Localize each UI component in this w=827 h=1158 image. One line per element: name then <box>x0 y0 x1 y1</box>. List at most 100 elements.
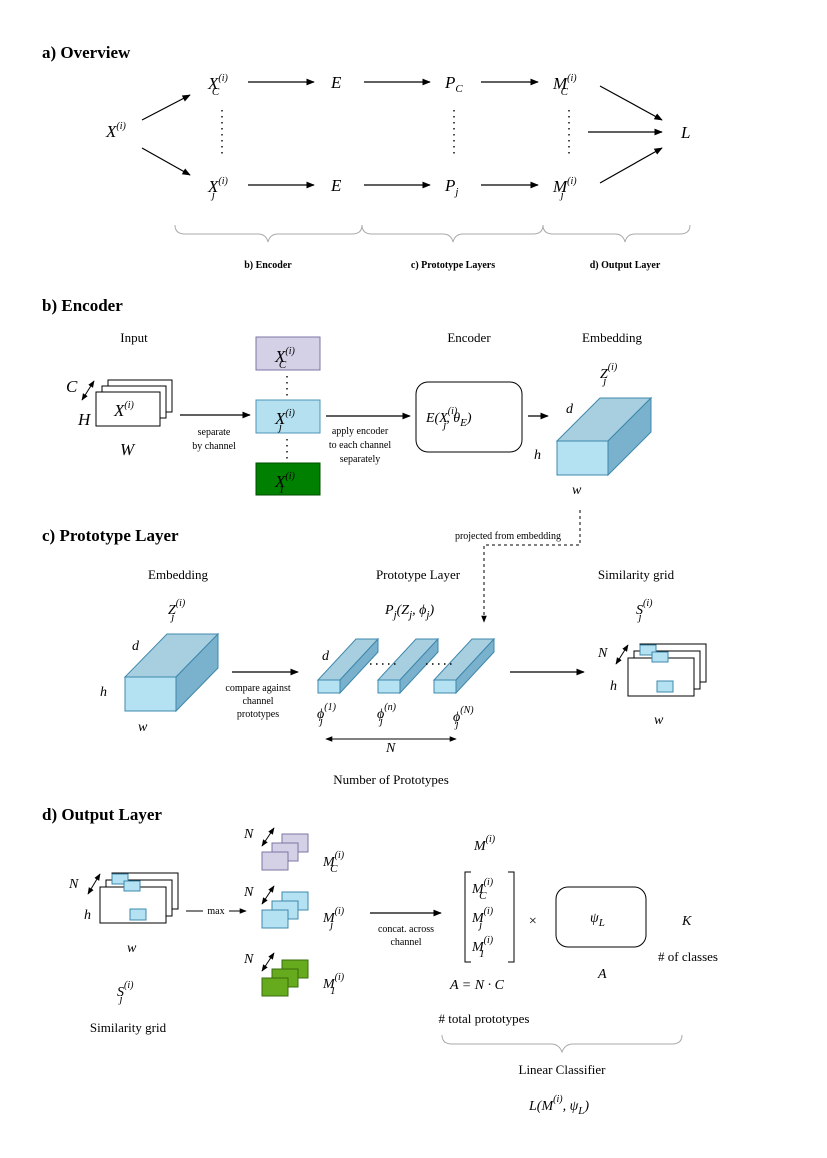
bracket-right <box>508 871 515 963</box>
output-a-eq: A = N · C <box>449 978 505 993</box>
sim-cell-3 <box>639 644 657 656</box>
channel-box-1 <box>255 462 321 496</box>
encoder-dim-c-arrow <box>81 380 95 401</box>
number-of-prototypes: Number of Prototypes <box>333 772 449 787</box>
input-sheet-1 <box>95 391 161 427</box>
proto-bar-1-front <box>317 679 341 694</box>
output-m1: M(i)1 <box>322 972 345 997</box>
similarity-s: S(i)j <box>636 598 653 623</box>
arrow-mc-to-l <box>599 85 663 121</box>
projected-arrow <box>481 510 581 623</box>
phi-1: ϕ(1)j <box>317 702 337 727</box>
section-output-title: d) Output Layer <box>42 805 162 824</box>
encoder-title: Encoder <box>447 330 491 345</box>
encoder-embedding-z: Z(i)j <box>600 362 618 387</box>
bracket-left <box>464 871 471 963</box>
m1-n-arrow <box>261 952 275 972</box>
overview-pj: Pj <box>444 176 458 198</box>
overview-xc: X(i)C <box>207 73 228 98</box>
arrow-x-to-xj <box>141 147 191 176</box>
output-m-vector-title: M(i) <box>473 834 496 854</box>
overview-e-bottom: E <box>330 176 342 195</box>
times-sign: × <box>528 914 537 929</box>
section-overview-title: a) Overview <box>42 43 131 62</box>
mc-n-arrow <box>261 827 275 847</box>
prototype-embedding-title: Embedding <box>148 567 208 582</box>
brace-encoder <box>174 224 363 243</box>
num-classes: # of classes <box>658 949 718 964</box>
brace-encoder-label: b) Encoder <box>244 260 292 271</box>
brace-linear-classifier <box>441 1034 683 1054</box>
output-dim-h: h <box>84 908 91 923</box>
prototype-embedding-z: Z(i)j <box>168 598 186 623</box>
out-sim-cell-3 <box>111 873 129 885</box>
phi-n: ϕ(n)j <box>377 702 397 727</box>
output-dim-w: w <box>127 941 137 956</box>
psi-dim-a: A <box>597 967 607 982</box>
output-k: K <box>681 914 692 929</box>
encoder-function: E(X(i)j, θE) <box>425 406 472 431</box>
mj-dim-n: N <box>243 885 254 900</box>
mj-n-arrow <box>261 885 275 905</box>
similarity-dim-h: h <box>610 679 617 694</box>
section-prototype-title: c) Prototype Layer <box>42 526 179 545</box>
concat-label-1: concat. across <box>378 924 434 935</box>
similarity-grid-title: Similarity grid <box>598 567 675 582</box>
encoder-dim-h-small: h <box>534 448 541 463</box>
output-sim-title: Similarity grid <box>90 1020 167 1035</box>
output-dim-n-left: N <box>68 877 79 892</box>
encoder-dim-w-small: w <box>572 483 582 498</box>
output-mc: M(i)C <box>322 850 345 875</box>
overview-mc: M(i)C <box>552 73 577 98</box>
arrow-x-to-xc <box>141 94 191 121</box>
embed-block-front <box>556 440 609 476</box>
brace-output-label: d) Output Layer <box>590 260 661 271</box>
output-n-arrow-left <box>87 873 101 895</box>
overview-e-top: E <box>330 73 342 92</box>
m1-square-1 <box>261 977 289 997</box>
compare-label-3: prototypes <box>237 709 279 720</box>
apply-label-3: separately <box>340 454 381 465</box>
concat-label-2: channel <box>390 937 421 948</box>
arrow-mj-to-l <box>599 147 663 184</box>
total-prototypes: # total prototypes <box>439 1011 530 1026</box>
psi-box <box>555 886 647 948</box>
prototype-dim-h-left: h <box>100 685 107 700</box>
prototype-dim-d-bar: d <box>322 649 330 664</box>
section-encoder-title: b) Encoder <box>42 296 123 315</box>
channel-box-j <box>255 399 321 434</box>
phi-big-n: ϕ(N)j <box>453 705 474 730</box>
psi-label: ψL <box>590 911 605 929</box>
projected-label-bg <box>440 528 576 542</box>
similarity-dim-w: w <box>654 713 664 728</box>
linear-classifier-label: Linear Classifier <box>519 1062 607 1077</box>
sim-cell-1 <box>656 680 674 693</box>
out-sim-cell-1 <box>129 908 147 921</box>
compare-label-1: compare against <box>225 683 290 694</box>
channel-box-c <box>255 336 321 371</box>
brace-output <box>542 224 691 243</box>
brace-prototype-label: c) Prototype Layers <box>411 260 495 271</box>
overview-pc: PC <box>444 73 463 95</box>
compare-label-2: channel <box>242 696 273 707</box>
mc-square-1 <box>261 851 289 871</box>
vector-mj: M(i)j <box>471 906 494 931</box>
separate-label-2: by channel <box>192 441 236 452</box>
vector-m1: M(i)1 <box>471 935 494 960</box>
encoder-dim-w: W <box>120 440 136 459</box>
prototype-dim-d-left: d <box>132 639 140 654</box>
overview-xj: X(i)j <box>207 176 228 201</box>
mj-square-1 <box>261 909 289 929</box>
separate-label-1: separate <box>198 427 231 438</box>
encoder-dim-d: d <box>566 402 574 417</box>
output-mj: M(i)j <box>322 906 345 931</box>
output-sim-s: S(i)j <box>117 980 134 1005</box>
encoder-dim-h: H <box>77 410 92 429</box>
overview-input-x: X(i) <box>105 121 126 141</box>
proto-bar-n-front <box>377 679 401 694</box>
m1-dim-n: N <box>243 952 254 967</box>
out-sim-cell-2 <box>123 880 141 892</box>
apply-label-2: to each channel <box>329 440 391 451</box>
